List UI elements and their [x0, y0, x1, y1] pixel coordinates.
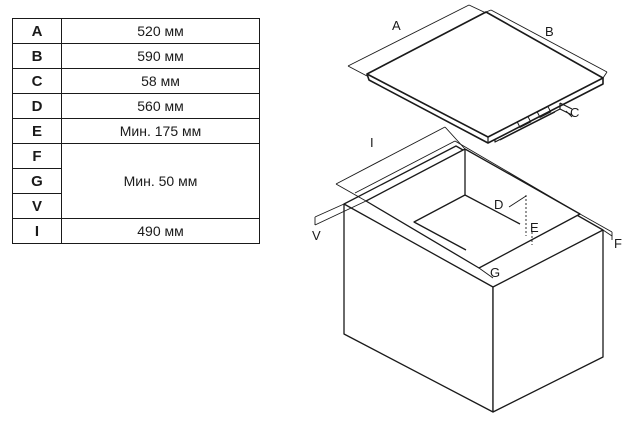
- cabinet: [343, 145, 604, 413]
- table-row: E Мин. 175 мм: [12, 118, 260, 144]
- dimension-key: I: [12, 218, 62, 244]
- table-row: V: [12, 193, 260, 219]
- label-d: D: [494, 197, 503, 212]
- dimension-value: Мин. 50 мм: [61, 143, 260, 219]
- label-v: V: [312, 228, 321, 243]
- dimension-key: V: [12, 193, 62, 219]
- dimensions-table: A 520 мм B 590 мм C 58 мм D 560 мм E Мин…: [12, 18, 260, 244]
- label-i: I: [370, 135, 374, 150]
- label-b: B: [545, 24, 554, 39]
- table-row: B 590 мм: [12, 43, 260, 69]
- cabinet-dimensions: [314, 126, 613, 279]
- dimension-key: F: [12, 143, 62, 169]
- dimension-key: D: [12, 93, 62, 119]
- hob-plate: [366, 11, 604, 144]
- table-row: C 58 мм: [12, 68, 260, 94]
- label-g: G: [490, 265, 500, 280]
- dimension-value: 490 мм: [61, 218, 260, 244]
- label-c: C: [570, 105, 579, 120]
- hob-dimensions: [347, 4, 608, 118]
- dimension-key: E: [12, 118, 62, 144]
- label-f: F: [614, 236, 622, 251]
- dimension-value: 58 мм: [61, 68, 260, 94]
- table-row: D 560 мм: [12, 93, 260, 119]
- label-e: E: [530, 220, 539, 235]
- table-row: F Мин. 50 мм: [12, 143, 260, 219]
- table-row: I 490 мм: [12, 218, 260, 244]
- dimension-value: 560 мм: [61, 93, 260, 119]
- label-a: A: [392, 18, 401, 33]
